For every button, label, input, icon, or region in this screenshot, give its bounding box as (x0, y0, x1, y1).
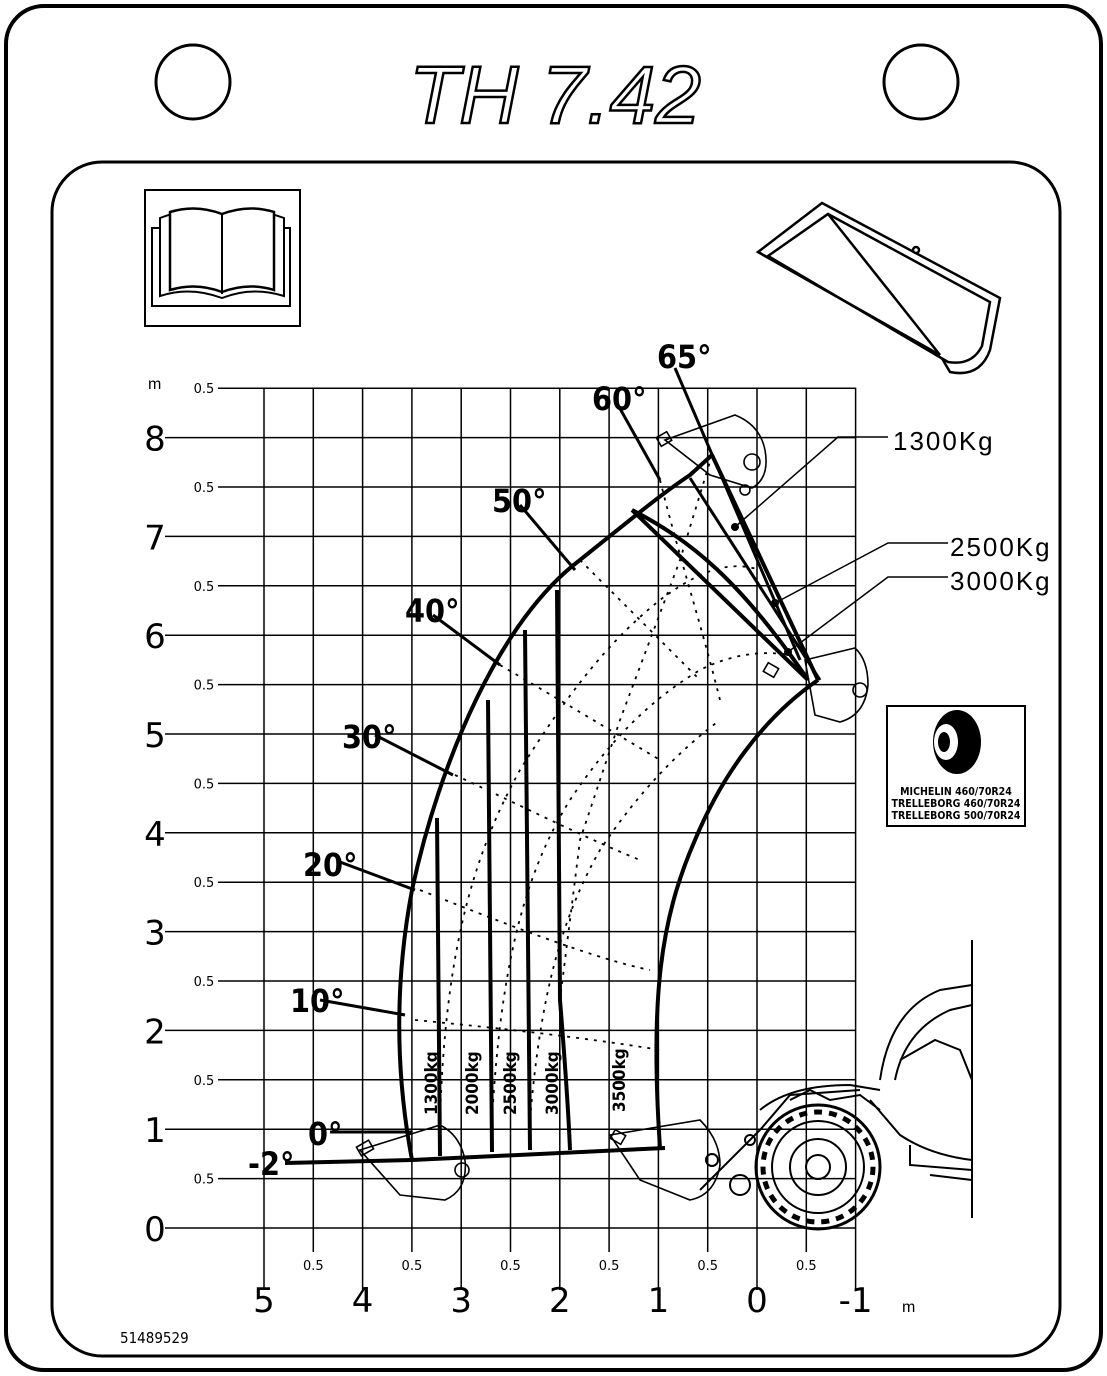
zone-label-2500kg: 2500kg (501, 1051, 521, 1115)
y-half-tick-label: 0.5 (194, 580, 215, 595)
angle-label-0: 0° (308, 1115, 342, 1153)
y-tick-label: 4 (144, 815, 166, 855)
x-half-tick-label: 0.5 (599, 1259, 620, 1274)
y-tick-label: 2 (144, 1012, 166, 1052)
x-half-tick-label: 0.5 (500, 1259, 521, 1274)
tyre-line-1: MICHELIN 460/70R24 (900, 786, 1012, 798)
zone-label-3000kg: 3000kg (543, 1051, 563, 1115)
x-half-tick-label: 0.5 (697, 1259, 718, 1274)
x-half-tick-label: 0.5 (303, 1259, 324, 1274)
angle-label-20: 20° (303, 846, 357, 884)
y-half-tick-label: 0.5 (194, 1074, 215, 1089)
manual-book-icon (144, 189, 301, 327)
x-tick-label: 0 (746, 1281, 768, 1321)
y-half-tick-label: 0.5 (194, 679, 215, 694)
telehandler-icon (699, 940, 973, 1231)
guide-line (439, 565, 761, 1121)
y-tick-label: 1 (144, 1111, 166, 1151)
mounting-hole-left (154, 43, 232, 121)
y-half-tick-label: 0.5 (194, 481, 215, 496)
x-axis-unit: m (902, 1299, 915, 1316)
callout-2500kg: 2500Kg (950, 532, 1052, 562)
x-half-tick-label: 0.5 (796, 1259, 817, 1274)
x-tick-label: 2 (549, 1281, 571, 1321)
y-axis-unit: m (148, 376, 161, 393)
guide-line (454, 774, 641, 861)
angle-label-30: 30° (342, 718, 396, 756)
guide-line (491, 652, 791, 1121)
y-half-tick-label: 0.5 (194, 876, 215, 891)
plate-title: TH 7.42 (409, 50, 701, 141)
tyre-line-3: TRELLEBORG 500/70R24 (892, 810, 1021, 822)
y-tick-label: 5 (144, 716, 166, 756)
x-tick-label: 5 (253, 1281, 275, 1321)
y-half-tick-label: 0.5 (194, 975, 215, 990)
guide-line (414, 1019, 661, 1051)
y-half-tick-label: 0.5 (194, 1173, 215, 1188)
load-envelope (284, 453, 822, 1165)
zone-label-2000kg: 2000kg (463, 1051, 483, 1115)
y-tick-label: 8 (144, 420, 166, 460)
y-half-tick-label: 0.5 (194, 777, 215, 792)
y-tick-label: 3 (144, 914, 166, 954)
tyre-line-2: TRELLEBORG 460/70R24 (892, 798, 1021, 810)
y-tick-label: 0 (144, 1210, 166, 1250)
y-half-tick-label: 0.5 (194, 382, 215, 397)
x-tick-label: 1 (648, 1281, 670, 1321)
x-tick-label: -1 (839, 1281, 873, 1321)
angle-label-10: 10° (290, 982, 344, 1020)
angle-label-50: 50° (492, 482, 546, 520)
x-half-tick-label: 0.5 (402, 1259, 423, 1274)
mounting-hole-right (882, 43, 960, 121)
angle-label-60: 60° (592, 380, 646, 418)
guide-line (579, 559, 701, 681)
zone-label-1300kg: 1300kg (422, 1051, 442, 1115)
x-tick-label: 4 (352, 1281, 374, 1321)
attachment-outlines (355, 414, 869, 1201)
callout-3000kg: 3000Kg (950, 566, 1052, 596)
angle-label-40: 40° (405, 592, 459, 630)
tyre-icon (933, 710, 981, 774)
y-tick-label: 6 (144, 617, 166, 657)
callout-1300kg: 1300Kg (893, 426, 995, 456)
x-tick-label: 3 (450, 1281, 472, 1321)
plate-border (4, 4, 1103, 1372)
y-tick-label: 7 (144, 518, 166, 558)
bucket-icon (755, 201, 1002, 375)
angle-leaders (319, 367, 802, 1134)
zone-label-3500kg: 3500kg (610, 1048, 630, 1112)
tyre-spec-box: MICHELIN 460/70R24 TRELLEBORG 460/70R24 … (886, 705, 1026, 827)
part-number: 51489529 (120, 1329, 189, 1347)
capacity-callout-leaders (734, 436, 948, 653)
angle-label-minus2: -2° (248, 1145, 294, 1183)
angle-label-65: 65° (657, 338, 711, 376)
inner-frame (50, 160, 1062, 1358)
capacity-callout-dots (731, 523, 792, 656)
